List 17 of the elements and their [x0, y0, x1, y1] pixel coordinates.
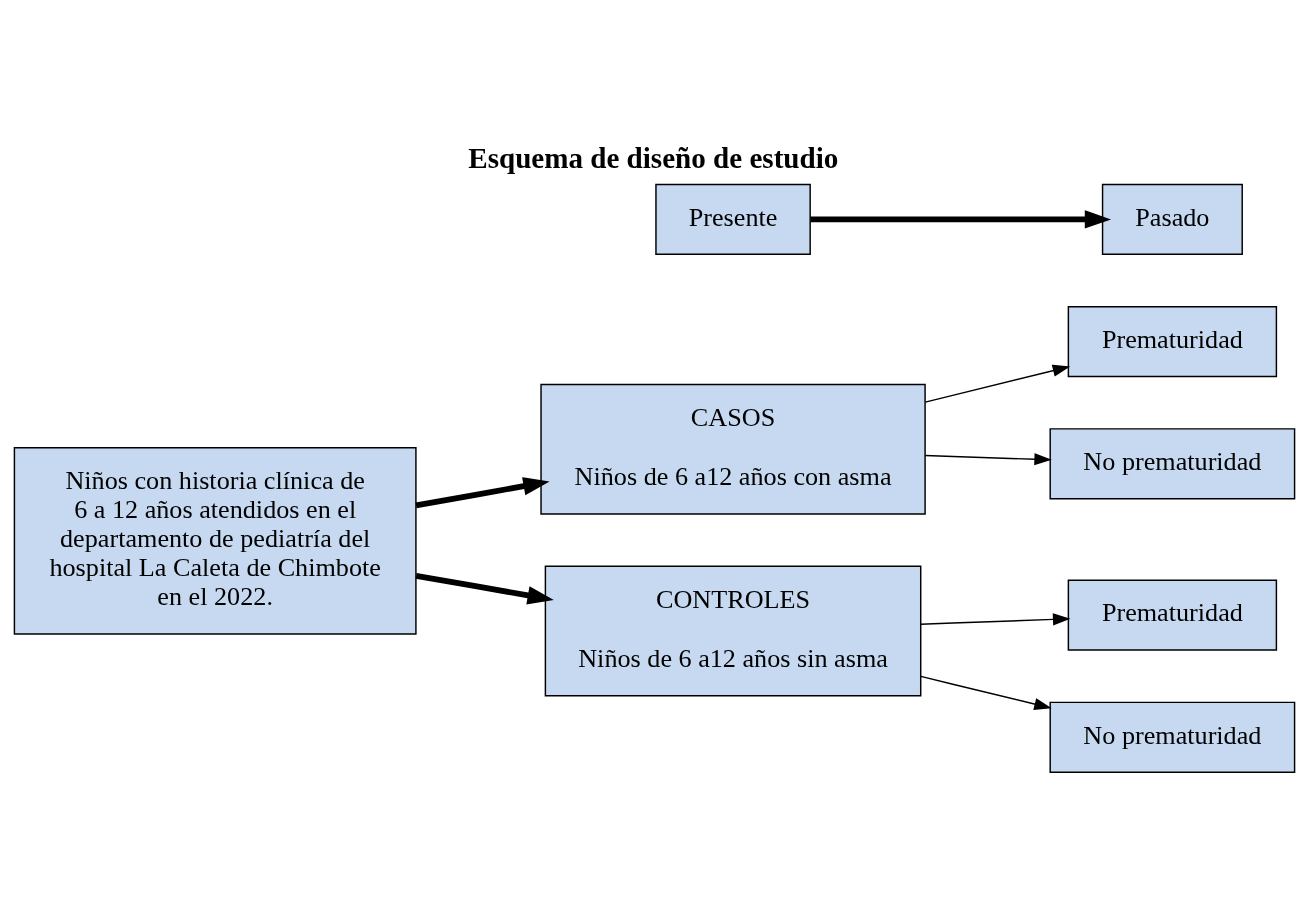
- node-box: No prematuridad: [1049, 427, 1296, 499]
- arrow: [810, 209, 1112, 229]
- node-box: Presente: [655, 183, 811, 255]
- diagram-title: Esquema de diseño de estudio: [468, 141, 839, 174]
- arrow: [920, 675, 1052, 710]
- node-box: CONTROLES Niños de 6 a12 años sin asma: [544, 565, 922, 697]
- node-box: CASOS Niños de 6 a12 años con asma: [540, 383, 926, 515]
- node-box: Niños con historia clínica de 6 a 12 años atendidos en el departamento de pediatría del hospital La Caleta de Chimbote en el 2022.: [13, 446, 417, 635]
- node-box: Prematuridad: [1067, 578, 1278, 651]
- node-box: No prematuridad: [1049, 701, 1296, 773]
- arrow: [415, 476, 550, 508]
- arrow: [415, 572, 554, 604]
- arrow: [920, 612, 1071, 625]
- arrow: [924, 364, 1071, 403]
- node-box: Pasado: [1101, 183, 1243, 255]
- node-box: Prematuridad: [1067, 305, 1278, 377]
- arrow: [924, 452, 1052, 465]
